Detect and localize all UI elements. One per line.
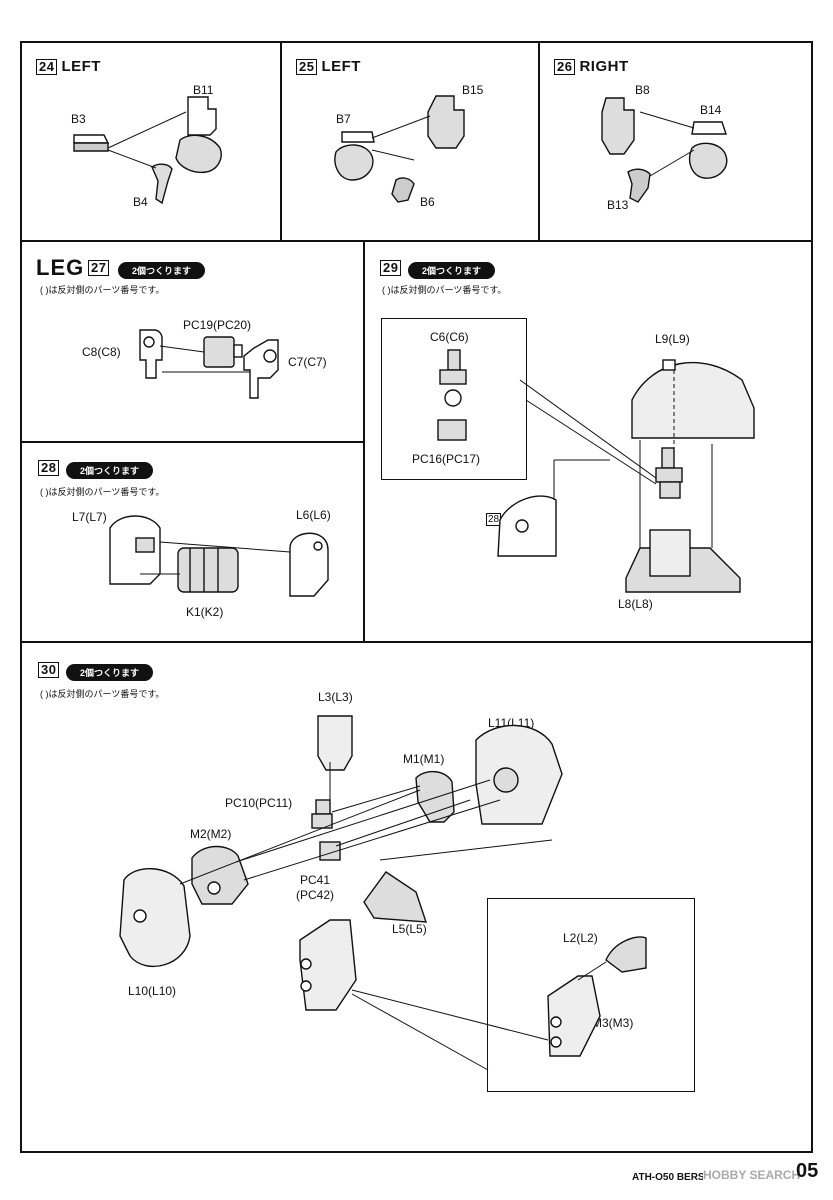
part-label: B13: [607, 198, 629, 212]
part-label: B4: [133, 195, 148, 209]
part-label: L3(L3): [318, 690, 353, 704]
part-label: C8(C8): [82, 345, 121, 359]
part-label: K1(K2): [186, 605, 224, 619]
part-label: L7(L7): [72, 510, 107, 524]
part-label: PC41: [300, 873, 331, 887]
step-number: 25: [296, 59, 318, 75]
detail-box: [487, 898, 695, 1092]
divider: [538, 42, 540, 240]
step-number: 29: [380, 260, 402, 276]
footer-title: ATH-O50 BERSERGA DT [57]: [632, 1172, 770, 1183]
note-text: ( )は反対側のパーツ番号です。: [40, 689, 165, 699]
count-badge: 2個つくります: [66, 664, 154, 681]
step-label: RIGHT: [579, 58, 629, 75]
watermark: HOBBY SEARCH: [703, 1168, 801, 1182]
part-label: M3(M3): [592, 1016, 634, 1030]
part-label: L2(L2): [563, 931, 598, 945]
note-text: ( )は反対側のパーツ番号です。: [40, 285, 165, 295]
note-text: ( )は反対側のパーツ番号です。: [40, 487, 165, 497]
part-label: M1(M1): [403, 752, 445, 766]
step-number: 27: [88, 260, 110, 276]
part-label: B15: [462, 83, 484, 97]
part-label: B14: [700, 103, 722, 117]
page-number: 05: [796, 1160, 819, 1182]
divider: [21, 641, 812, 643]
part-label: B8: [635, 83, 650, 97]
divider: [363, 241, 365, 641]
step-label: LEFT: [61, 58, 101, 75]
part-label: L9(L9): [655, 332, 690, 346]
step-number: 24: [36, 59, 58, 75]
divider: [21, 441, 363, 443]
page-frame: [20, 41, 813, 1153]
step-27-title: 27: [88, 259, 113, 276]
part-label: L8(L8): [618, 597, 653, 611]
count-badge: 2個つくります: [66, 462, 154, 479]
part-label: (PC42): [296, 888, 335, 902]
part-label: B7: [336, 112, 351, 126]
part-label: PC16(PC17): [412, 452, 481, 466]
count-badge: 2個つくります: [408, 262, 496, 279]
part-label: PC10(PC11): [225, 796, 293, 810]
part-label: L5(L5): [392, 922, 427, 936]
note-text: ( )は反対側のパーツ番号です。: [382, 285, 507, 295]
part-label: L10(L10): [128, 984, 177, 998]
count-badge: 2個つくります: [118, 262, 206, 279]
part-label: B11: [193, 83, 214, 97]
section-title: LEG: [36, 255, 85, 280]
step-28-title: 28: [38, 459, 63, 476]
step-number: 28: [38, 460, 60, 476]
part-label: L6(L6): [296, 508, 331, 522]
divider: [280, 42, 282, 240]
detail-box: [381, 318, 527, 480]
part-label: B3: [71, 112, 86, 126]
step-30-title: 30: [38, 661, 63, 678]
divider: [21, 240, 812, 242]
part-label: C6(C6): [430, 330, 469, 344]
step-number: 26: [554, 59, 576, 75]
step-number: 30: [38, 662, 60, 678]
step-label: LEFT: [321, 58, 361, 75]
part-label: M2(M2): [190, 827, 232, 841]
part-label: B6: [420, 195, 435, 209]
part-label: PC19(PC20): [183, 318, 252, 332]
step-29-title: 29: [380, 259, 405, 276]
part-label: C7(C7): [288, 355, 327, 369]
